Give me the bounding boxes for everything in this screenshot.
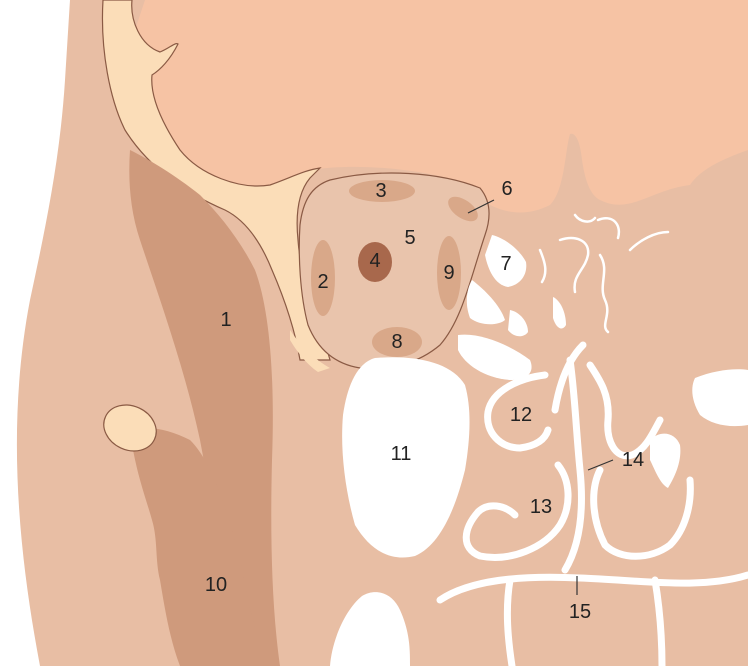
label-13: 13 — [530, 496, 552, 518]
label-15: 15 — [569, 601, 591, 623]
label-8: 8 — [391, 331, 402, 353]
label-7: 7 — [500, 253, 511, 275]
label-14: 14 — [622, 449, 644, 471]
label-1: 1 — [220, 309, 231, 331]
label-9: 9 — [443, 262, 454, 284]
label-3: 3 — [375, 180, 386, 202]
label-5: 5 — [404, 227, 415, 249]
label-2: 2 — [317, 271, 328, 293]
label-4: 4 — [369, 250, 380, 272]
label-11: 11 — [391, 443, 412, 465]
label-6: 6 — [501, 178, 512, 200]
label-12: 12 — [510, 404, 532, 426]
label-10: 10 — [205, 574, 227, 596]
